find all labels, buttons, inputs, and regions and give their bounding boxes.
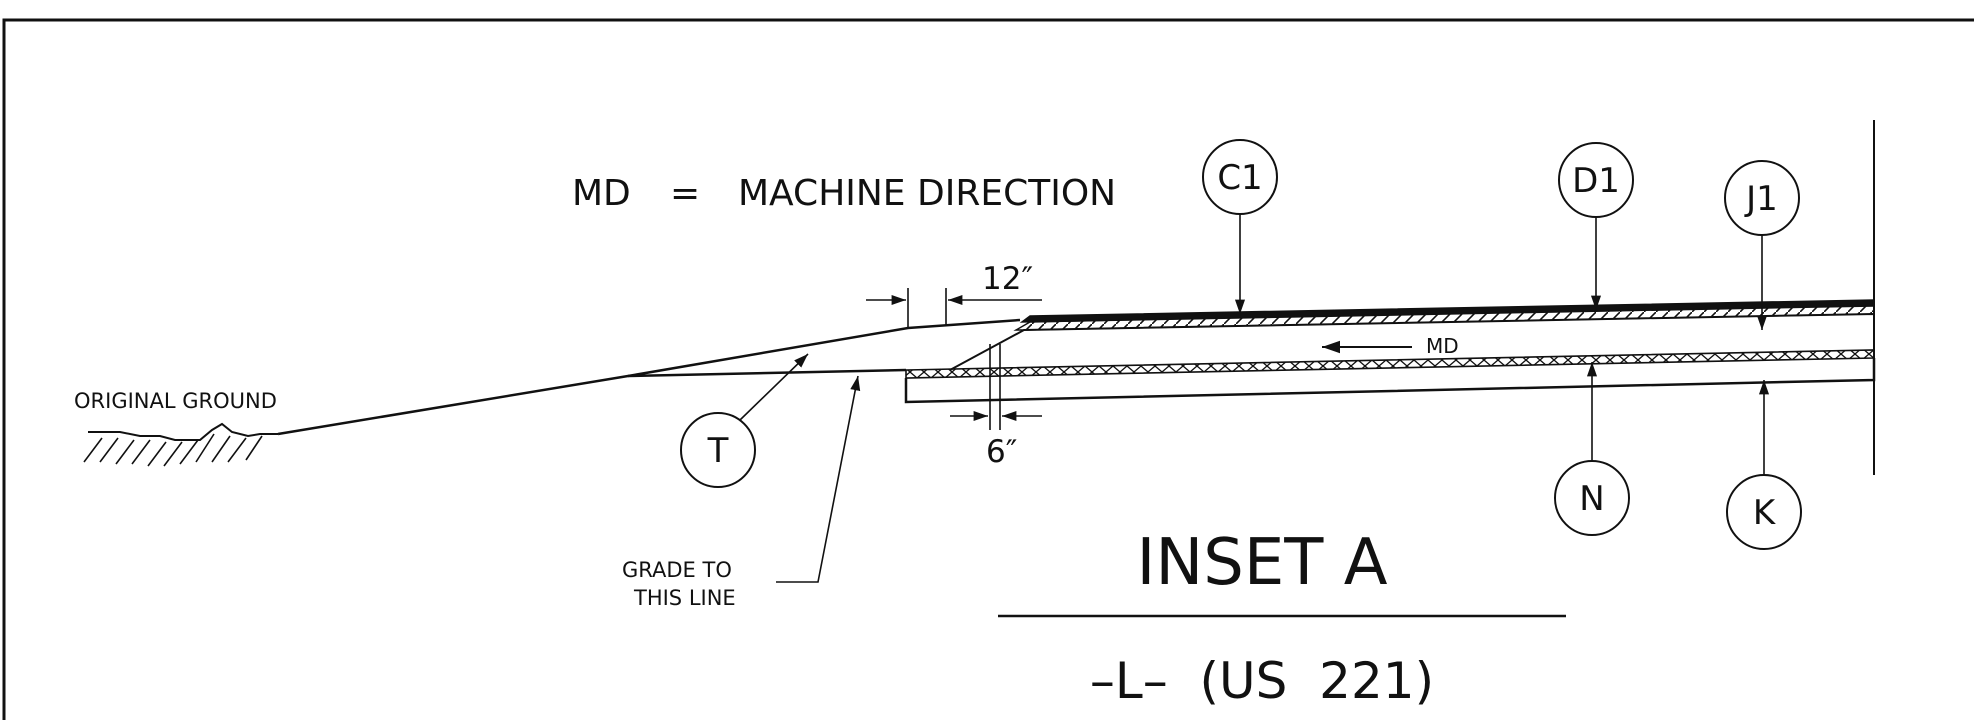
callout-j1-label: J1 — [1744, 179, 1778, 219]
fill-slope-line — [277, 318, 1021, 436]
md-arrow: MD — [1322, 334, 1459, 358]
dimension-6in-label: 6″ — [986, 434, 1017, 470]
sheet-border — [2, 18, 1974, 720]
title-sub: –L– (US 221) — [1090, 652, 1434, 710]
dimension-12in: 12″ — [866, 261, 1042, 328]
grade-line-note: GRADE TO THIS LINE — [622, 375, 861, 610]
callout-k: K — [1726, 380, 1802, 550]
callout-j1: J1 — [1724, 160, 1800, 330]
md-legend: MD = MACHINE DIRECTION — [572, 173, 1116, 214]
original-ground-label: ORIGINAL GROUND — [74, 389, 277, 413]
md-arrow-label: MD — [1426, 334, 1459, 358]
callout-d1-label: D1 — [1572, 161, 1620, 201]
grade-note-line2: THIS LINE — [633, 586, 736, 610]
callout-t-label: T — [707, 431, 729, 471]
dimension-6in: 6″ — [950, 344, 1042, 470]
legend-abbr: MD — [572, 173, 631, 214]
inset-title: INSET A –L– (US 221) — [998, 526, 1566, 710]
callout-c1-label: C1 — [1217, 158, 1262, 198]
grade-line — [627, 368, 907, 378]
callout-n: N — [1554, 362, 1630, 536]
callout-c1: C1 — [1202, 139, 1278, 314]
callout-k-label: K — [1753, 493, 1777, 533]
legend-meaning: MACHINE DIRECTION — [738, 173, 1116, 214]
callout-t: T — [680, 353, 809, 488]
original-ground-symbol: ORIGINAL GROUND — [74, 389, 278, 467]
title-main: INSET A — [1136, 526, 1387, 600]
callout-d1: D1 — [1558, 142, 1634, 310]
callout-n-label: N — [1579, 479, 1604, 519]
layer-n-hatched — [905, 349, 1875, 379]
grade-note-line1: GRADE TO — [622, 558, 732, 582]
legend-equals: = — [670, 173, 700, 214]
pavement-section — [904, 299, 1876, 404]
dimension-12in-label: 12″ — [982, 261, 1033, 297]
